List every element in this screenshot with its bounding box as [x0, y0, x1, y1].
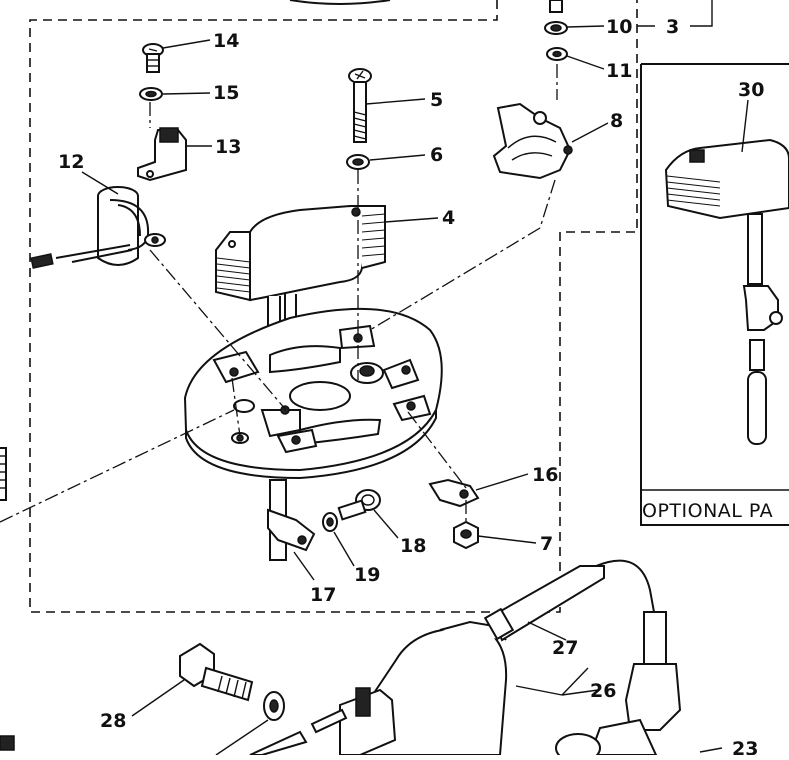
- washer-6: [346, 154, 370, 170]
- leader-5: [365, 98, 426, 105]
- callout-28: 28: [100, 710, 126, 732]
- leader-23: [699, 747, 723, 753]
- screw-5: [348, 68, 372, 143]
- coil-12: [30, 186, 166, 269]
- screw-lower: [249, 708, 348, 756]
- stator-base-plate: [183, 307, 443, 480]
- leader-19: [333, 531, 355, 567]
- leader-26-b: [515, 685, 563, 696]
- screw-18: [337, 489, 381, 521]
- callout-17: 17: [310, 584, 336, 606]
- leader-4: [384, 217, 439, 223]
- upper-part-fragment: [289, 0, 391, 5]
- callout-3: 3: [666, 16, 679, 38]
- callout-26: 26: [590, 680, 616, 702]
- washer-15: [139, 87, 163, 101]
- nut-7: [453, 520, 479, 550]
- leader-28: [131, 679, 185, 717]
- coil-laminations: [216, 213, 386, 293]
- screw-14: [142, 43, 164, 73]
- leader-29: [215, 719, 269, 756]
- callout-16: 16: [532, 464, 558, 486]
- washer-19: [322, 512, 338, 532]
- screw-top-fragment: [549, 0, 563, 13]
- washer-lower: [263, 691, 285, 721]
- assembly-boundary-lines: [29, 0, 789, 613]
- charge-coil-4: [215, 204, 386, 379]
- clip-16: [428, 478, 480, 508]
- leader-7: [477, 535, 537, 544]
- leader-26-a: [561, 667, 589, 696]
- leader-17: [293, 551, 315, 581]
- callout-6: 6: [430, 144, 443, 166]
- pulser-coil-8: [492, 102, 573, 180]
- callout-15: 15: [213, 82, 239, 104]
- callout-labels: 14 15 13 12 5 6 4 8 10 11 3 30 16 18 7 1…: [58, 16, 764, 760]
- callout-5: 5: [430, 89, 443, 111]
- callout-10: 10: [606, 16, 632, 38]
- assembly-guide-lines: [0, 64, 558, 523]
- callout-7: 7: [540, 533, 553, 555]
- optional-coil-laminations: [666, 175, 721, 207]
- washer-10: [544, 21, 568, 35]
- left-edge-fragment: [0, 447, 15, 751]
- callout-18: 18: [400, 535, 426, 557]
- callout-14: 14: [213, 30, 239, 52]
- bolt-28: [179, 642, 254, 702]
- leader-14: [162, 39, 211, 49]
- callout-13: 13: [215, 136, 241, 158]
- optional-coil-30: [664, 138, 789, 445]
- leader-27: [527, 621, 567, 641]
- callout-4: 4: [442, 207, 455, 229]
- clamp-13: [137, 127, 187, 182]
- high-tension-cord-27: [483, 559, 655, 642]
- callout-8: 8: [610, 110, 623, 132]
- leader-26-c: [561, 689, 599, 696]
- leader-16: [475, 473, 529, 491]
- leader-15: [162, 92, 211, 95]
- leader-18: [373, 509, 399, 539]
- callout-30: 30: [738, 79, 764, 101]
- callout-12: 12: [58, 151, 84, 173]
- leader-30: [741, 99, 749, 153]
- callout-27: 27: [552, 637, 578, 659]
- leader-10: [566, 25, 605, 28]
- washer-11: [546, 47, 568, 61]
- spark-plug-cap-23: [555, 611, 682, 760]
- optional-parts-heading: OPTIONAL PA: [642, 500, 773, 522]
- leader-8: [571, 122, 609, 143]
- leader-11: [566, 55, 605, 70]
- callout-19: 19: [354, 564, 380, 586]
- callout-23: 23: [732, 738, 758, 755]
- callout-11: 11: [606, 60, 632, 82]
- leader-12: [81, 171, 119, 195]
- leader-6: [369, 154, 426, 161]
- ignition-coil-26: [339, 620, 508, 756]
- clamp-17: [267, 479, 316, 561]
